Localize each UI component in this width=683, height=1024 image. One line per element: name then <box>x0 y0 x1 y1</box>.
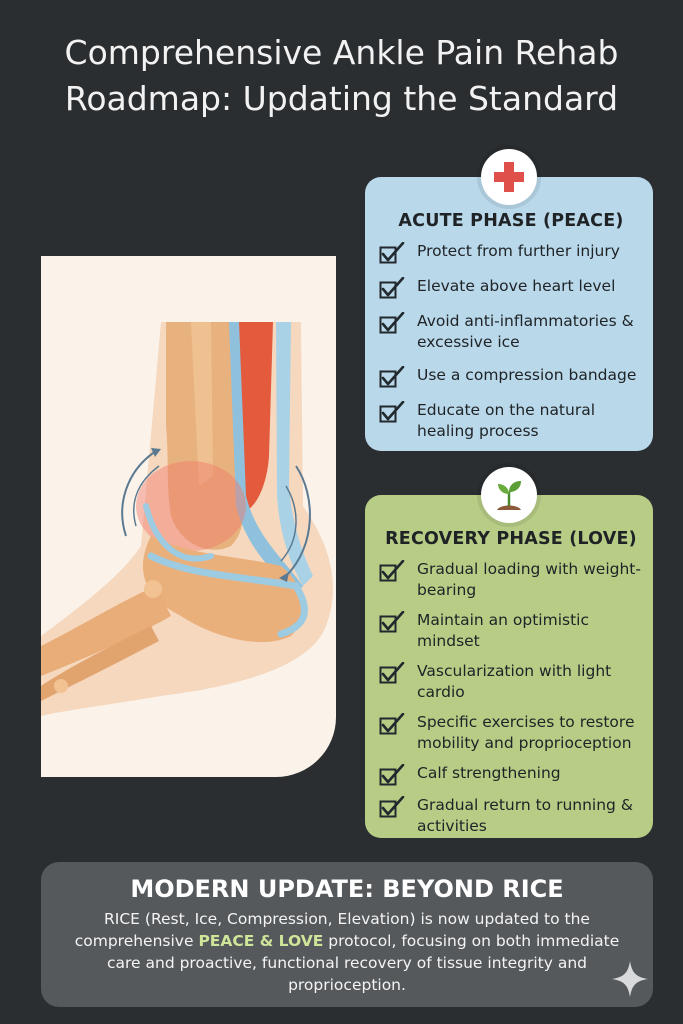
sparkle-icon <box>612 961 648 997</box>
checklist-item: Avoid anti-inflammatories & excessive ic… <box>379 311 643 353</box>
red-cross-icon <box>494 162 524 192</box>
checklist-item-text: Vascularization with light cardio <box>417 662 612 701</box>
checklist-item-text: Avoid anti-inflammatories & excessive ic… <box>417 312 634 351</box>
acute-phase-title: ACUTE PHASE (PEACE) <box>398 211 624 231</box>
checklist-item-text: Elevate above heart level <box>417 277 616 295</box>
update-body-start: RICE (Rest, Ice, Compression, Elevation)… <box>74 910 590 950</box>
checklist-item: Vascularization with light cardio <box>379 661 643 703</box>
checkbox-check-icon <box>379 713 405 735</box>
update-body-end: protocol, focusing on both immediate car… <box>106 932 620 994</box>
checklist-item-text: Educate on the natural healing process <box>417 401 596 440</box>
checklist-item-text: Gradual loading with weight-bearing <box>417 560 641 599</box>
page-title: Comprehensive Ankle Pain Rehab Roadmap: … <box>0 30 683 122</box>
ankle-illustration <box>41 256 336 777</box>
checklist-item-text: Protect from further injury <box>417 242 620 260</box>
checklist-item-text: Calf strengthening <box>417 764 561 782</box>
sprout-icon <box>497 481 521 510</box>
checklist-item-text: Gradual return to running & activities <box>417 796 633 835</box>
checkbox-check-icon <box>379 277 405 299</box>
checkbox-check-icon <box>379 662 405 684</box>
checklist-item: Calf strengthening <box>379 763 643 786</box>
checkbox-check-icon <box>379 366 405 388</box>
checklist-item: Gradual loading with weight-bearing <box>379 559 643 601</box>
checklist-item: Use a compression bandage <box>379 365 643 388</box>
checkbox-check-icon <box>379 312 405 334</box>
checkbox-check-icon <box>379 242 405 264</box>
checklist-item: Educate on the natural healing process <box>379 400 643 442</box>
checklist-item: Elevate above heart level <box>379 276 643 299</box>
checkbox-check-icon <box>379 611 405 633</box>
checkbox-check-icon <box>379 764 405 786</box>
recovery-badge <box>481 467 537 523</box>
checklist-item-text: Specific exercises to restore mobility a… <box>417 713 635 752</box>
title-line-1: Comprehensive Ankle Pain Rehab <box>64 33 619 72</box>
checkbox-check-icon <box>379 401 405 423</box>
checklist-item: Gradual return to running & activities <box>379 795 643 837</box>
checklist-item-text: Maintain an optimistic mindset <box>417 611 589 650</box>
checkbox-check-icon <box>379 560 405 582</box>
update-body: RICE (Rest, Ice, Compression, Elevation)… <box>61 908 633 996</box>
acute-phase-card: ACUTE PHASE (PEACE) Protect from further… <box>365 149 653 451</box>
recovery-phase-title: RECOVERY PHASE (LOVE) <box>385 529 637 549</box>
recovery-phase-card: RECOVERY PHASE (LOVE) Gradual loading wi… <box>365 467 653 838</box>
checklist-item: Protect from further injury <box>379 241 643 264</box>
update-highlight: PEACE & LOVE <box>198 932 324 950</box>
modern-update-box: MODERN UPDATE: BEYOND RICE RICE (Rest, I… <box>41 862 653 1007</box>
checkbox-check-icon <box>379 796 405 818</box>
checklist-item-text: Use a compression bandage <box>417 366 637 384</box>
checklist-item: Specific exercises to restore mobility a… <box>379 712 643 754</box>
acute-badge <box>481 149 537 205</box>
checklist-item: Maintain an optimistic mindset <box>379 610 643 652</box>
title-line-2: Roadmap: Updating the Standard <box>64 79 619 118</box>
update-title: MODERN UPDATE: BEYOND RICE <box>130 875 564 903</box>
ankle-anatomy-icon <box>41 322 333 716</box>
